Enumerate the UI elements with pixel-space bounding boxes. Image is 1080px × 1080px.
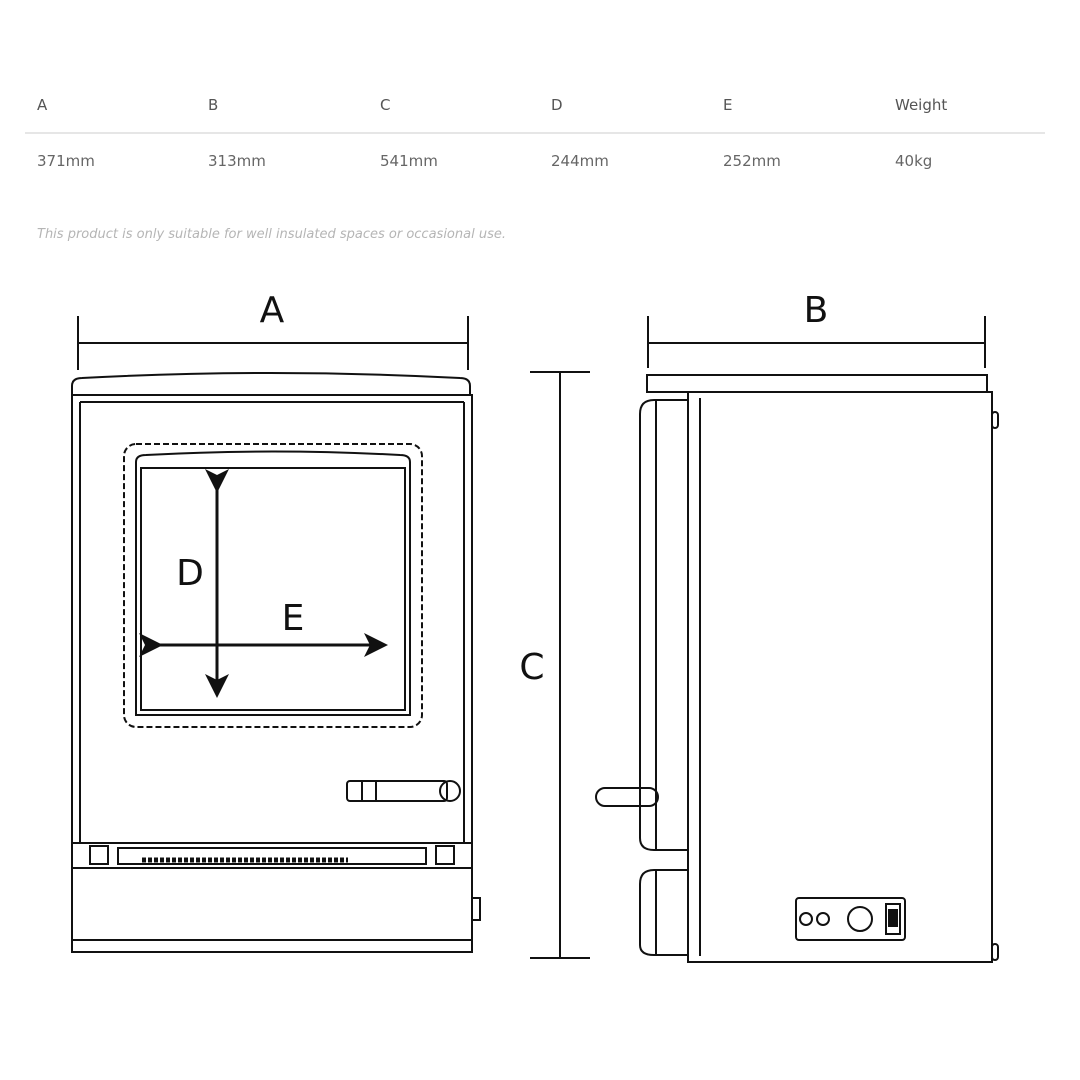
spec-header-b: B <box>208 96 219 114</box>
table-divider <box>25 132 1045 134</box>
spec-header-a: A <box>37 96 48 114</box>
label-e: E <box>282 598 305 639</box>
label-c: C <box>519 647 544 688</box>
label-b: B <box>804 290 829 331</box>
label-d: D <box>176 553 204 594</box>
usage-note: This product is only suitable for well i… <box>37 227 506 242</box>
stove-side-view <box>595 374 999 963</box>
spec-value-b: 313mm <box>208 152 266 170</box>
spec-header-e: E <box>723 96 733 114</box>
spec-value-c: 541mm <box>380 152 438 170</box>
stove-front-view <box>71 372 481 953</box>
spec-value-weight: 40kg <box>895 152 933 170</box>
spec-value-a: 371mm <box>37 152 95 170</box>
control-panel <box>795 897 906 941</box>
spec-header-weight: Weight <box>895 96 948 114</box>
spec-header-c: C <box>380 96 391 114</box>
spec-value-d: 244mm <box>551 152 609 170</box>
dimension-b <box>647 316 986 368</box>
dimension-a <box>77 316 469 370</box>
dimension-c <box>530 371 590 959</box>
label-a: A <box>260 290 285 331</box>
spec-value-e: 252mm <box>723 152 781 170</box>
spec-header-d: D <box>551 96 563 114</box>
